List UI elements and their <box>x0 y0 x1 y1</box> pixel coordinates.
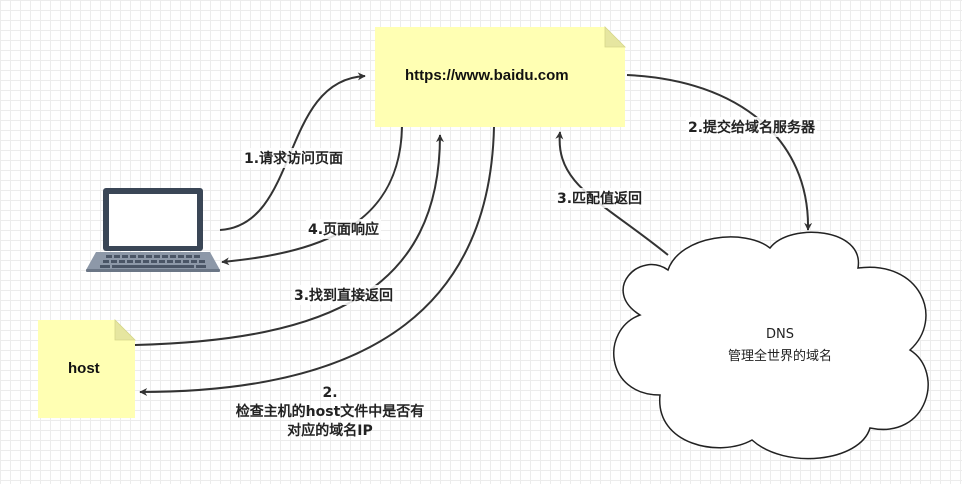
label-step4-response: 4.页面响应 <box>306 219 382 239</box>
website-note[interactable] <box>375 26 626 127</box>
label-step2-check-line3: 对应的域名IP <box>287 423 373 439</box>
edge-check-host <box>139 126 495 396</box>
website-label: https://www.baidu.com <box>405 67 569 84</box>
edge-submit-dns <box>626 74 813 231</box>
host-label: host <box>68 360 100 377</box>
dns-description: 管理全世界的域名 <box>727 349 832 364</box>
label-step2-check: 2. 检查主机的host文件中是否有 对应的域名IP <box>205 384 455 441</box>
host-note[interactable] <box>38 319 136 418</box>
dns-title: DNS <box>766 327 794 342</box>
label-step2-check-line2: 检查主机的host文件中是否有 <box>235 404 425 420</box>
label-step1-request: 1.请求访问页面 <box>242 148 346 168</box>
label-step3-match: 3.匹配值返回 <box>555 188 645 208</box>
label-step3-found: 3.找到直接返回 <box>292 285 396 305</box>
label-step2-submit: 2.提交给域名服务器 <box>686 117 818 137</box>
dns-cloud[interactable] <box>613 231 929 460</box>
label-step2-check-line1: 2. <box>322 385 338 401</box>
laptop-icon <box>86 188 220 272</box>
